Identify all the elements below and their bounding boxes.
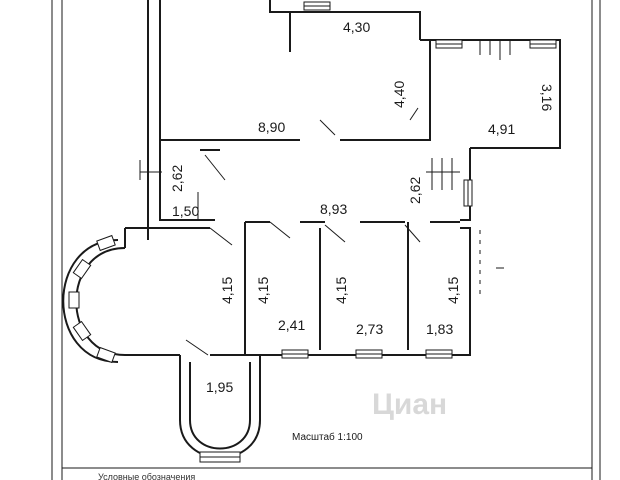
watermark-text: Циан bbox=[372, 388, 447, 421]
stair-marks-mid bbox=[426, 158, 460, 190]
scale-label: Масштаб 1:100 bbox=[292, 431, 363, 443]
dim-2-41: 2,41 bbox=[278, 317, 305, 333]
dim-1-83: 1,83 bbox=[426, 321, 453, 337]
door-swing-upper bbox=[319, 119, 336, 136]
window-top-3 bbox=[529, 39, 557, 49]
dim-4-15-b: 4,15 bbox=[255, 277, 271, 304]
window-bottom-2 bbox=[355, 349, 383, 359]
right-edge-marks bbox=[479, 230, 504, 300]
dim-1-95: 1,95 bbox=[206, 379, 233, 395]
dim-3-16: 3,16 bbox=[539, 84, 555, 111]
dim-4-40: 4,40 bbox=[391, 81, 407, 108]
window-top-2 bbox=[435, 39, 463, 49]
window-top-1 bbox=[303, 1, 331, 11]
dim-4-15-d: 4,15 bbox=[445, 277, 461, 304]
corridor-walls bbox=[139, 148, 471, 221]
bottom-apse bbox=[179, 355, 261, 463]
dim-2-62-left: 2,62 bbox=[169, 165, 185, 192]
legend-footnote: Условные обозначения bbox=[98, 472, 195, 480]
door-swing-upper-right bbox=[409, 107, 419, 121]
stair-marks-top bbox=[479, 40, 511, 60]
dim-8-93: 8,93 bbox=[320, 201, 347, 217]
left-bay bbox=[62, 234, 126, 364]
left-wall bbox=[147, 0, 161, 240]
sheet-frame bbox=[51, 0, 601, 480]
window-bottom-1 bbox=[281, 349, 309, 359]
dim-2-62-right: 2,62 bbox=[407, 177, 423, 204]
dim-4-30: 4,30 bbox=[343, 19, 370, 35]
dim-4-15-c: 4,15 bbox=[333, 277, 349, 304]
window-right-mid bbox=[463, 179, 473, 207]
dim-8-90: 8,90 bbox=[258, 119, 285, 135]
dim-2-73: 2,73 bbox=[356, 321, 383, 337]
window-bottom-3 bbox=[425, 349, 453, 359]
dim-4-15-a: 4,15 bbox=[219, 277, 235, 304]
lower-rooms-walls bbox=[124, 221, 471, 356]
dim-1-50: 1,50 bbox=[172, 203, 199, 219]
dim-4-91: 4,91 bbox=[488, 121, 515, 137]
